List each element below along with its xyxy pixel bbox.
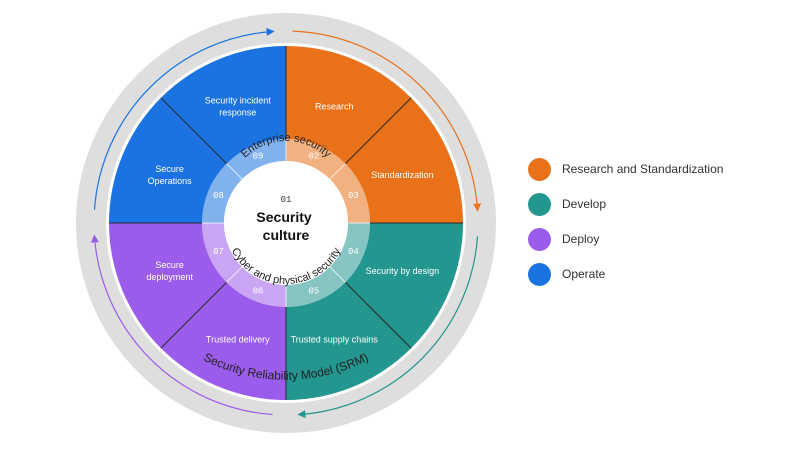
segment-label-line: Secure bbox=[155, 164, 184, 174]
cycle-arrowhead-deploy bbox=[90, 234, 99, 243]
legend-swatch-operate bbox=[528, 262, 551, 286]
center-title-line: culture bbox=[263, 227, 310, 243]
segment-label-line: deployment bbox=[146, 272, 193, 282]
legend-item-develop: Develop bbox=[528, 192, 723, 216]
legend-label-develop: Develop bbox=[562, 197, 607, 211]
segment-label-line: Trusted delivery bbox=[206, 334, 270, 344]
segment-08 bbox=[109, 97, 227, 223]
center-title-line: Security bbox=[256, 209, 311, 225]
segment-label-03: Standardization bbox=[371, 170, 434, 180]
phase-legend: Research and Standardization Develop Dep… bbox=[528, 157, 723, 286]
cycle-arrowhead-research bbox=[473, 203, 482, 212]
segment-label-07: Secure deployment bbox=[146, 260, 193, 282]
segment-02 bbox=[286, 46, 412, 164]
legend-item-deploy: Deploy bbox=[528, 227, 723, 251]
inner-segment-04 bbox=[329, 223, 370, 283]
segment-label-04: Security by design bbox=[366, 266, 440, 276]
inner-segment-05 bbox=[286, 266, 346, 307]
inner-divider bbox=[226, 163, 243, 180]
segment-label-line: Security by design bbox=[366, 266, 440, 276]
legend-swatch-research bbox=[528, 157, 551, 181]
center-number: 01 bbox=[281, 195, 292, 205]
cycle-arrow-develop bbox=[299, 236, 479, 416]
segment-number-04: 04 bbox=[348, 247, 359, 257]
inner-segment-03 bbox=[329, 163, 370, 223]
segment-number-02: 02 bbox=[309, 152, 320, 162]
cycle-arrow-deploy bbox=[93, 236, 273, 416]
inner-ring-layer: 02 03 04 05 06 07 08 09 bbox=[202, 139, 370, 307]
inner-divider bbox=[329, 266, 346, 283]
segment-number-09: 09 bbox=[253, 152, 264, 162]
inner-segment-08 bbox=[202, 163, 243, 223]
segment-label-line: Trusted supply chains bbox=[291, 334, 379, 344]
cycle-arrow-research bbox=[292, 30, 479, 210]
segment-number-08: 08 bbox=[213, 191, 224, 201]
segment-label-line: Secure bbox=[155, 260, 184, 270]
inner-segment-07 bbox=[202, 223, 243, 283]
segment-07 bbox=[109, 223, 227, 349]
segment-label-06: Trusted delivery bbox=[206, 334, 270, 344]
segment-label-line: Security incident bbox=[205, 96, 272, 106]
segment-label-line: Operations bbox=[148, 176, 193, 186]
legend-item-research: Research and Standardization bbox=[528, 157, 723, 181]
legend-label-research: Research and Standardization bbox=[562, 162, 724, 176]
segment-label-line: Standardization bbox=[371, 170, 434, 180]
legend-label-operate: Operate bbox=[562, 267, 606, 281]
segment-divider bbox=[160, 97, 227, 164]
segment-09 bbox=[160, 46, 286, 164]
segment-divider bbox=[345, 282, 412, 349]
segment-divider bbox=[345, 97, 412, 164]
segment-06 bbox=[160, 282, 286, 400]
inner-divider bbox=[329, 163, 346, 180]
segment-04 bbox=[345, 223, 463, 349]
center-title: Security culture bbox=[256, 209, 315, 243]
legend-item-operate: Operate bbox=[528, 262, 723, 286]
cycle-arrowhead-operate bbox=[266, 27, 275, 36]
cycle-arrows bbox=[90, 27, 482, 419]
legend-label-deploy: Deploy bbox=[562, 232, 600, 246]
segment-divider bbox=[160, 282, 227, 349]
inner-segment-02 bbox=[286, 139, 346, 180]
segment-label-line: response bbox=[219, 108, 256, 118]
segment-label-line: Research bbox=[315, 102, 354, 112]
segment-03 bbox=[345, 97, 463, 223]
legend-swatch-deploy bbox=[528, 227, 551, 251]
segment-number-06: 06 bbox=[253, 286, 264, 296]
inner-segment-06 bbox=[226, 266, 286, 307]
segment-label-09: Security incident response bbox=[205, 96, 272, 118]
security-culture-core bbox=[224, 161, 348, 285]
inner-divider bbox=[226, 266, 243, 283]
segment-05 bbox=[286, 282, 412, 400]
segment-number-07: 07 bbox=[213, 247, 224, 257]
inner-segment-09 bbox=[226, 139, 286, 180]
segment-label-05: Trusted supply chains bbox=[291, 334, 379, 344]
cycle-arrow-operate bbox=[93, 30, 273, 210]
segment-number-03: 03 bbox=[348, 191, 359, 201]
segment-number-05: 05 bbox=[309, 286, 320, 296]
segment-label-02: Research bbox=[315, 102, 354, 112]
cycle-arrowhead-develop bbox=[297, 410, 306, 419]
legend-swatch-develop bbox=[528, 192, 551, 216]
